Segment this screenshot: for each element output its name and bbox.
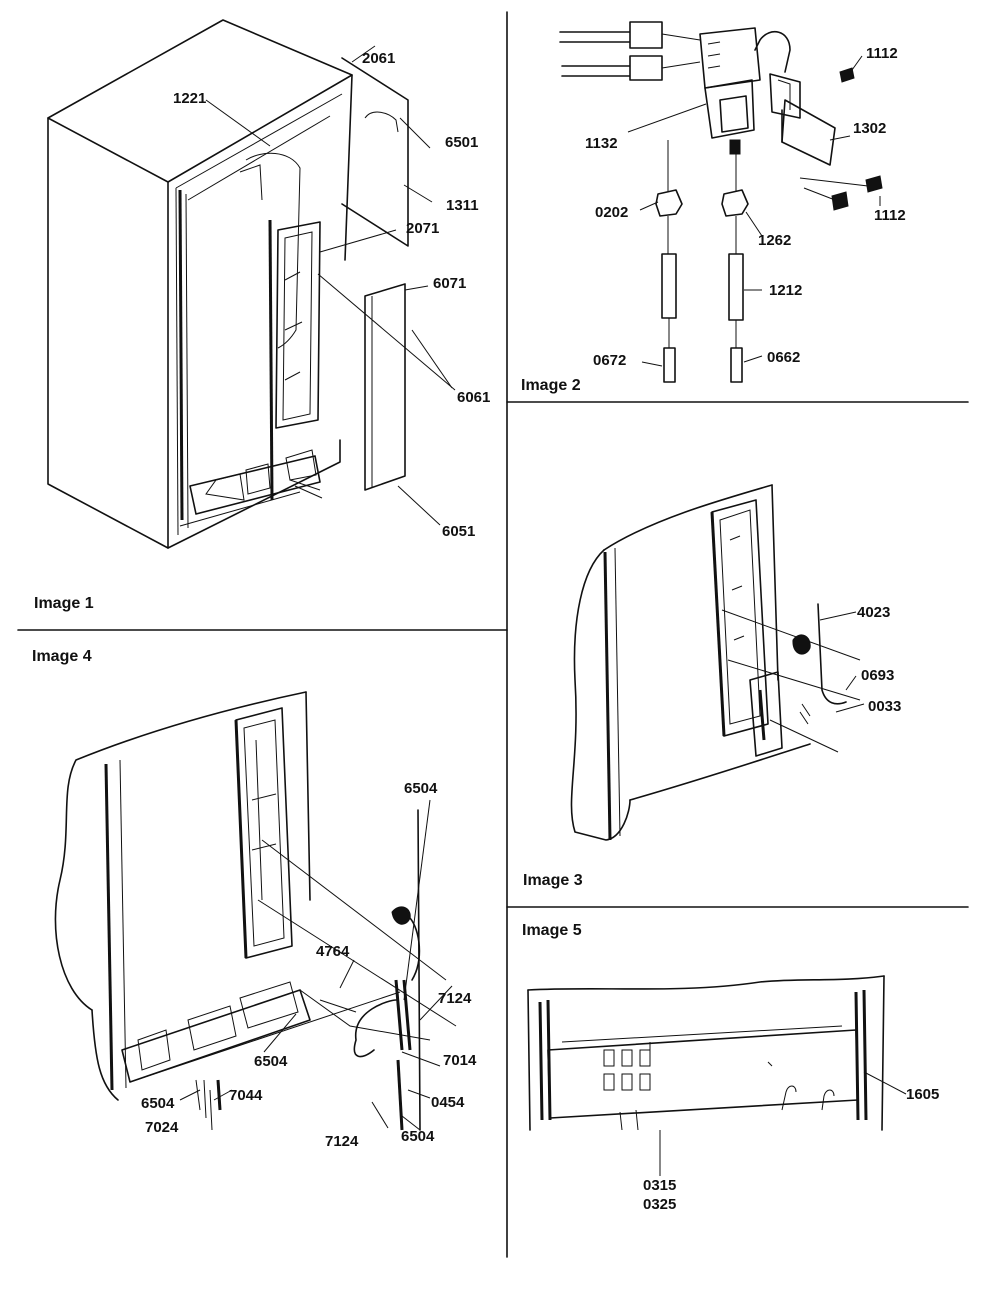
- callout-6504-top: 6504: [404, 780, 438, 797]
- image-4-lower: [54, 691, 457, 1131]
- callout-6051: 6051: [442, 523, 476, 540]
- callout-0672: 0672: [593, 352, 627, 369]
- image-5-caption: Image 5: [522, 922, 582, 939]
- callout-0454: 0454: [431, 1094, 465, 1111]
- callout-1311: 1311: [446, 197, 479, 214]
- callout-2061: 2061: [362, 50, 396, 67]
- callout-4023: 4023: [857, 604, 891, 621]
- callout-1262: 1262: [758, 232, 792, 249]
- callout-7044: 7044: [229, 1087, 263, 1104]
- image-3-side: [570, 484, 865, 841]
- callout-6504-left: 6504: [141, 1095, 175, 1112]
- callout-6504-mid: 6504: [254, 1053, 288, 1070]
- image-2-valve: [559, 21, 883, 383]
- callout-1112-bottom: 1112: [874, 207, 906, 224]
- image-3-caption: Image 3: [523, 872, 583, 889]
- callout-1221: 1221: [173, 90, 207, 107]
- callout-1132: 1132: [585, 135, 618, 152]
- callout-1112-top: 1112: [866, 45, 898, 62]
- callout-1302: 1302: [853, 120, 887, 137]
- callout-0693: 0693: [861, 667, 895, 684]
- image-1-cabinet: [47, 19, 456, 549]
- image-5-plate: [527, 975, 907, 1176]
- callout-7014: 7014: [443, 1052, 477, 1069]
- callout-0033: 0033: [868, 698, 902, 715]
- callout-6501: 6501: [445, 134, 479, 151]
- callout-6504-bottom: 6504: [401, 1128, 435, 1145]
- callout-0325: 0325: [643, 1196, 677, 1213]
- image-2-caption: Image 2: [521, 377, 581, 394]
- callout-7124-bottom: 7124: [325, 1133, 359, 1150]
- callout-0315: 0315: [643, 1177, 677, 1194]
- callout-6061: 6061: [457, 389, 491, 406]
- callout-7124-right: 7124: [438, 990, 472, 1007]
- callout-7024: 7024: [145, 1119, 179, 1136]
- callout-2071: 2071: [406, 220, 440, 237]
- callout-4764: 4764: [316, 943, 350, 960]
- image-4-caption: Image 4: [32, 648, 92, 665]
- callout-0202: 0202: [595, 204, 629, 221]
- callout-6071: 6071: [433, 275, 467, 292]
- callout-0662: 0662: [767, 349, 801, 366]
- callout-1212: 1212: [769, 282, 803, 299]
- image-1-caption: Image 1: [34, 595, 94, 612]
- panel-dividers: [17, 11, 969, 1258]
- callout-1605: 1605: [906, 1086, 940, 1103]
